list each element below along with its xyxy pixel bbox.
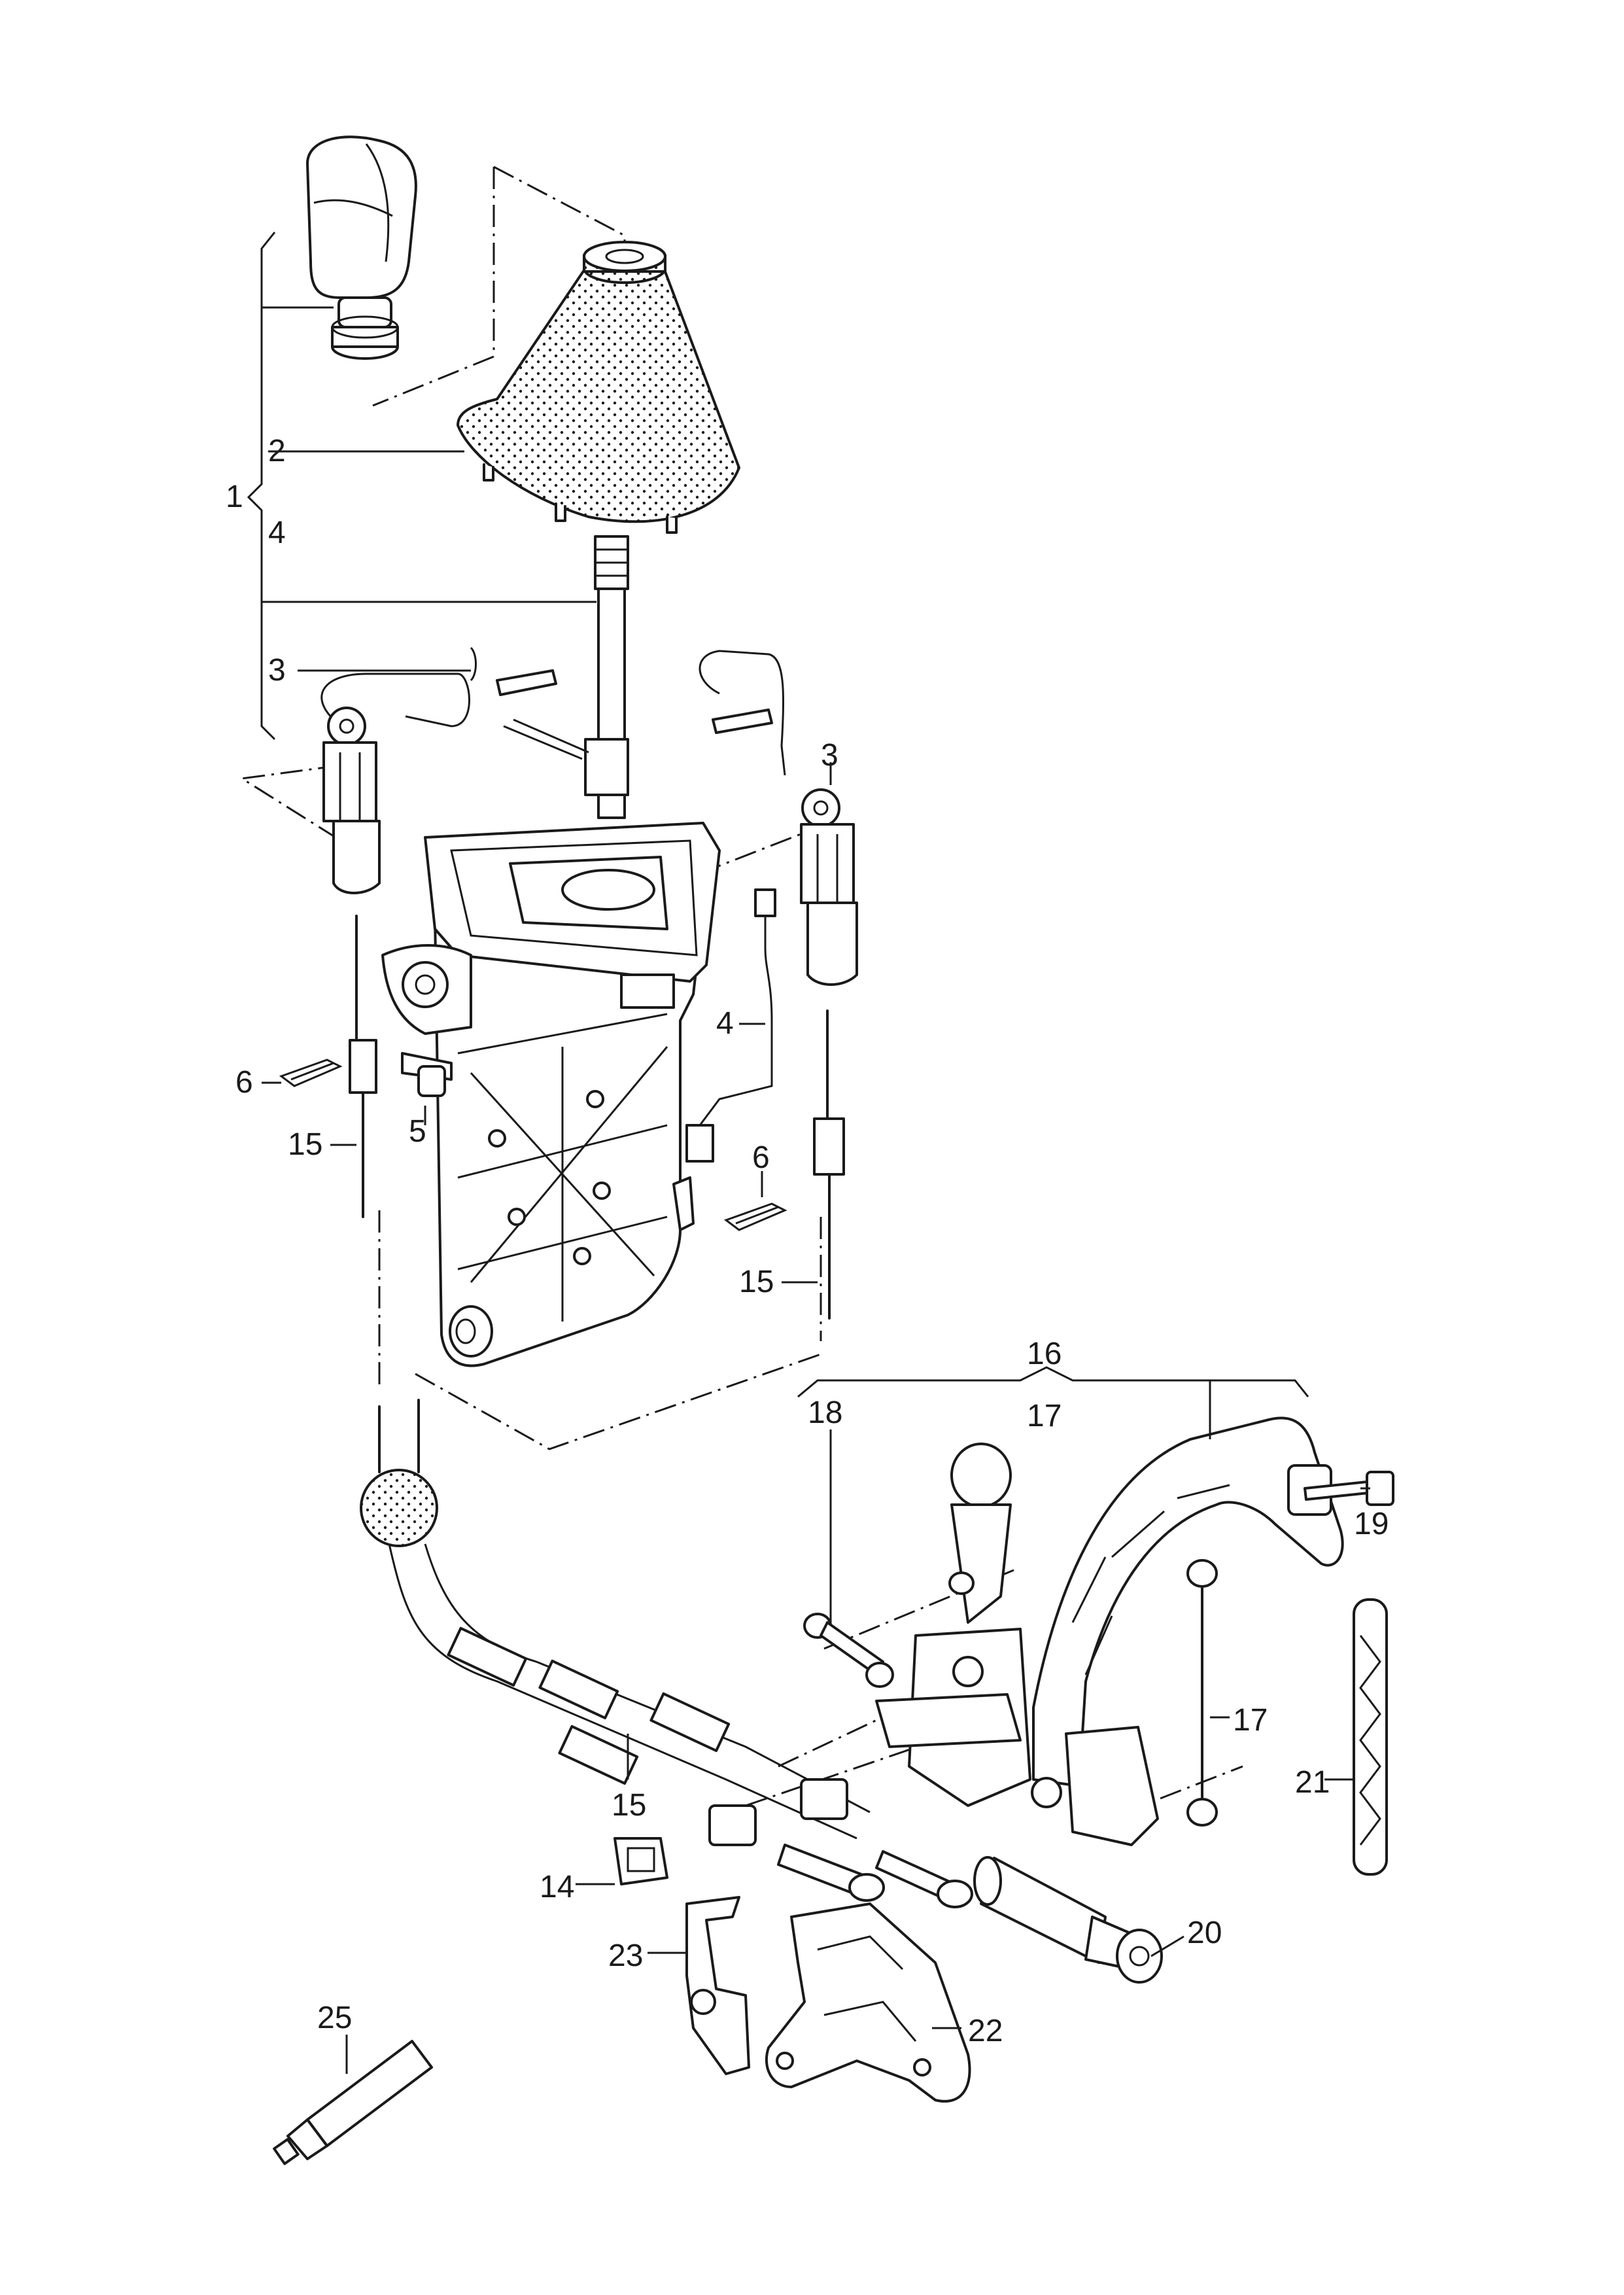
callout-22: 22 xyxy=(968,2014,1003,2048)
screw[interactable] xyxy=(401,1052,453,1097)
spring-clip-right[interactable] xyxy=(723,1202,787,1231)
cable-end-left[interactable] xyxy=(320,646,477,894)
callout-4-wire: 4 xyxy=(716,1006,734,1041)
callout-20: 20 xyxy=(1187,1916,1222,1950)
callout-14: 14 xyxy=(540,1870,574,1904)
callout-15-left: 15 xyxy=(288,1127,322,1162)
callout-25: 25 xyxy=(317,2001,352,2035)
selector-bracket[interactable] xyxy=(875,1416,1344,1846)
mounting-bracket[interactable] xyxy=(765,1902,971,2103)
sensor-wire[interactable] xyxy=(685,888,776,1163)
rib-support[interactable] xyxy=(1353,1598,1388,1876)
selector-cable-lower[interactable] xyxy=(360,1399,973,1908)
cable-holder[interactable] xyxy=(685,1896,750,2075)
retaining-clip[interactable] xyxy=(613,1837,668,1885)
callout-19: 19 xyxy=(1354,1507,1389,1541)
callout-6-left: 6 xyxy=(235,1065,253,1100)
gearshift-boot[interactable] xyxy=(457,241,740,534)
link-rod[interactable] xyxy=(1186,1559,1218,1827)
callout-21: 21 xyxy=(1295,1765,1330,1800)
ball-pin-link[interactable] xyxy=(803,1571,975,1688)
selector-cable-left[interactable] xyxy=(349,915,377,1218)
cable-end-right[interactable] xyxy=(699,650,858,986)
callout-1: 1 xyxy=(226,480,243,514)
grease-tube[interactable] xyxy=(273,2040,433,2165)
callout-17-top: 17 xyxy=(1027,1399,1062,1433)
damper-weight[interactable] xyxy=(973,1856,1163,1984)
callout-15-lower: 15 xyxy=(612,1788,646,1823)
callout-5: 5 xyxy=(409,1114,426,1149)
callout-labels: 1 2 4 3 3 4 5 6 6 15 15 16 17 18 19 17 2… xyxy=(226,434,1389,2048)
callout-18: 18 xyxy=(808,1395,842,1430)
selector-housing[interactable] xyxy=(381,822,721,1367)
callout-2: 2 xyxy=(268,434,286,468)
selector-cable-right[interactable] xyxy=(813,1009,845,1320)
callout-3-right: 3 xyxy=(821,738,838,773)
callout-17-rod: 17 xyxy=(1233,1703,1268,1738)
callout-6-right: 6 xyxy=(752,1140,770,1175)
callout-4-bracket: 4 xyxy=(268,516,286,550)
callout-15-right: 15 xyxy=(739,1265,774,1299)
leader-lines xyxy=(247,232,1370,2074)
shift-lever[interactable] xyxy=(584,535,629,819)
pins xyxy=(496,669,773,760)
spring-clip-left[interactable] xyxy=(279,1059,343,1087)
gear-knob[interactable] xyxy=(306,135,417,360)
callout-23: 23 xyxy=(608,1938,643,1973)
callout-16: 16 xyxy=(1027,1337,1062,1371)
callout-3-left: 3 xyxy=(268,653,286,688)
